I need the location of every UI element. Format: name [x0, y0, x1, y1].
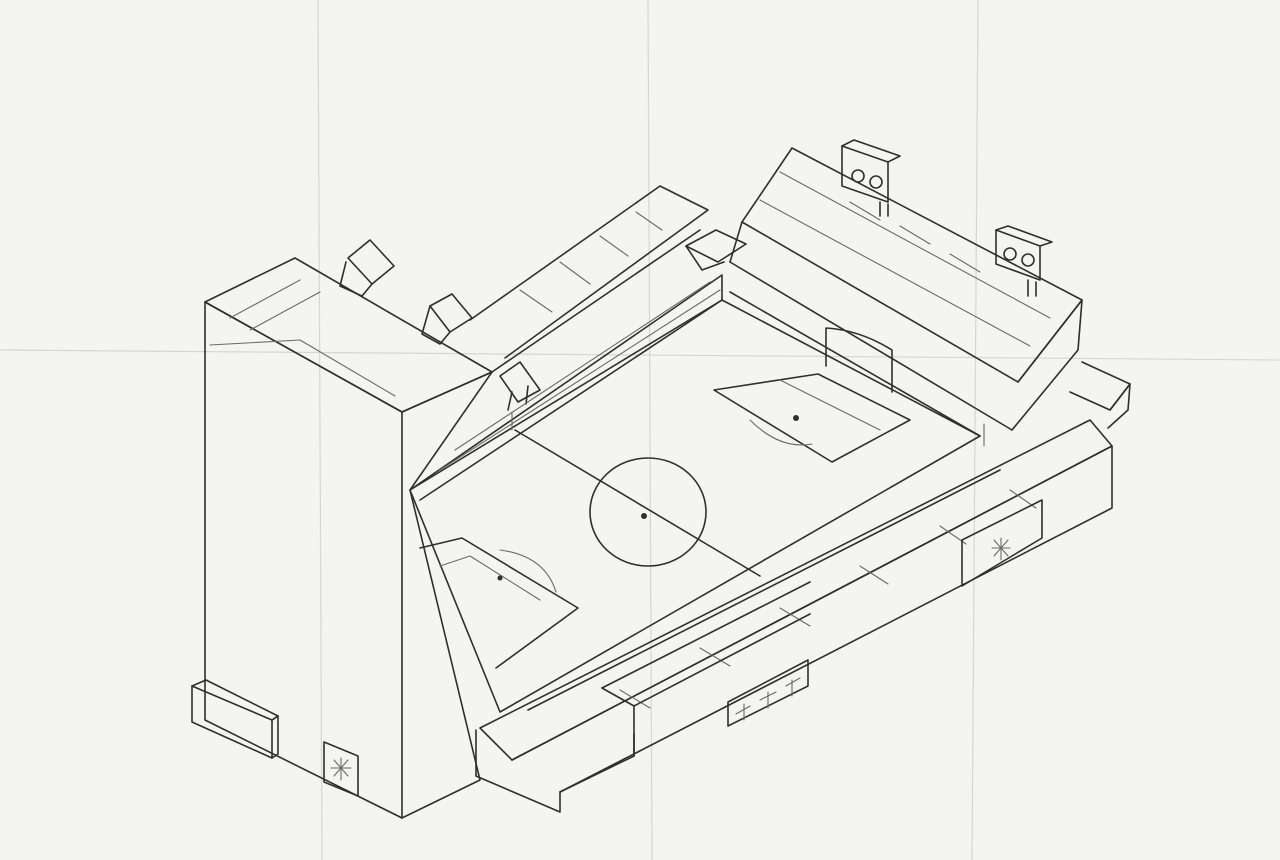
floodlight-icon: [339, 239, 395, 297]
centre-circle: [589, 457, 707, 567]
star-sign-icon: [961, 499, 1043, 587]
left-stand-slant-side: [401, 371, 493, 819]
back-stand-left: [409, 185, 723, 501]
right-penalty-area: [713, 373, 911, 463]
front-stand: [475, 419, 1113, 813]
speaker-icon: [995, 225, 1053, 297]
pitch: [409, 299, 985, 713]
pitch-boundary: [409, 299, 981, 713]
floodlight-icon: [499, 361, 541, 411]
speaker-icon: [841, 139, 901, 217]
star-sign-icon: [727, 659, 809, 727]
right-goal: [825, 327, 893, 393]
left-tall-stand: [191, 257, 493, 819]
corner-box: [685, 229, 747, 271]
star-sign-icon: [323, 741, 359, 797]
right-corner-box: [1069, 361, 1131, 429]
left-penalty-area: [419, 537, 579, 669]
back-stand-right: [729, 147, 1083, 437]
halfway-line: [514, 429, 761, 577]
left-stand-roof: [204, 257, 493, 413]
